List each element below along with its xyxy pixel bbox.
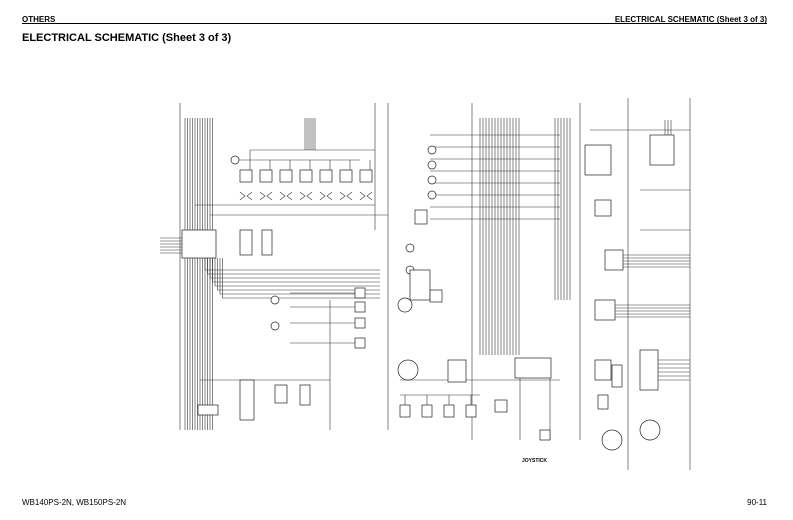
footer-page-number: 90-11 [747,498,767,507]
valve-symbol [339,191,353,201]
component-box [604,249,624,271]
component-box [359,169,373,183]
joystick-label: JOYSTICK [522,458,547,464]
component-box [239,379,255,421]
component-box [584,144,612,176]
wire [207,258,380,275]
component-circle [427,190,437,200]
component-box [354,301,366,313]
component-box [443,404,455,418]
component-circle [397,297,413,313]
valve-symbol [299,191,313,201]
component-box [354,287,366,299]
component-box [611,364,623,388]
component-box [299,169,313,183]
wire [219,258,380,295]
component-box [409,269,431,301]
component-box [594,359,612,381]
component-box [594,299,616,321]
component-box [399,404,411,418]
wire [209,258,380,279]
component-box [354,337,366,349]
valve-symbol [239,191,253,201]
component-box [429,289,443,303]
component-circle [270,295,280,305]
component-box [197,404,219,416]
component-box [597,394,609,410]
schematic-wires [160,98,691,470]
valve-symbol [279,191,293,201]
component-box [421,404,433,418]
valve-symbol [359,191,373,201]
component-circle [427,160,437,170]
component-box [274,384,288,404]
header-divider [22,23,767,24]
section-header: OTHERS [22,15,56,24]
wire [212,258,380,283]
component-box [649,134,675,166]
component-circle [405,243,415,253]
component-box [339,169,353,183]
component-circle [270,321,280,331]
component-circle [427,175,437,185]
component-box [594,199,612,217]
component-box [639,349,659,391]
component-circle [601,429,623,451]
component-box [465,404,477,418]
wire [222,258,380,299]
component-circle [230,155,240,165]
component-box [239,169,253,183]
component-box [354,317,366,329]
component-box [299,384,311,406]
component-box [239,229,253,256]
schematic-components [181,134,675,451]
wire [204,258,380,271]
component-box [494,399,508,413]
component-box [259,169,273,183]
running-title: ELECTRICAL SCHEMATIC (Sheet 3 of 3) [614,15,767,24]
page-title: ELECTRICAL SCHEMATIC (Sheet 3 of 3) [22,32,232,44]
component-box [279,169,293,183]
component-box [261,229,273,256]
footer-models: WB140PS-2N, WB150PS-2N [22,498,127,507]
component-box [319,169,333,183]
component-circle [427,145,437,155]
component-box [414,209,428,225]
wire [217,258,380,291]
valve-symbol [319,191,333,201]
component-box [181,229,217,259]
valve-symbol [259,191,273,201]
component-box [539,429,551,441]
component-box [514,357,552,379]
component-circle [639,419,661,441]
component-box [447,359,467,383]
wire [214,258,380,287]
component-circle [397,359,419,381]
